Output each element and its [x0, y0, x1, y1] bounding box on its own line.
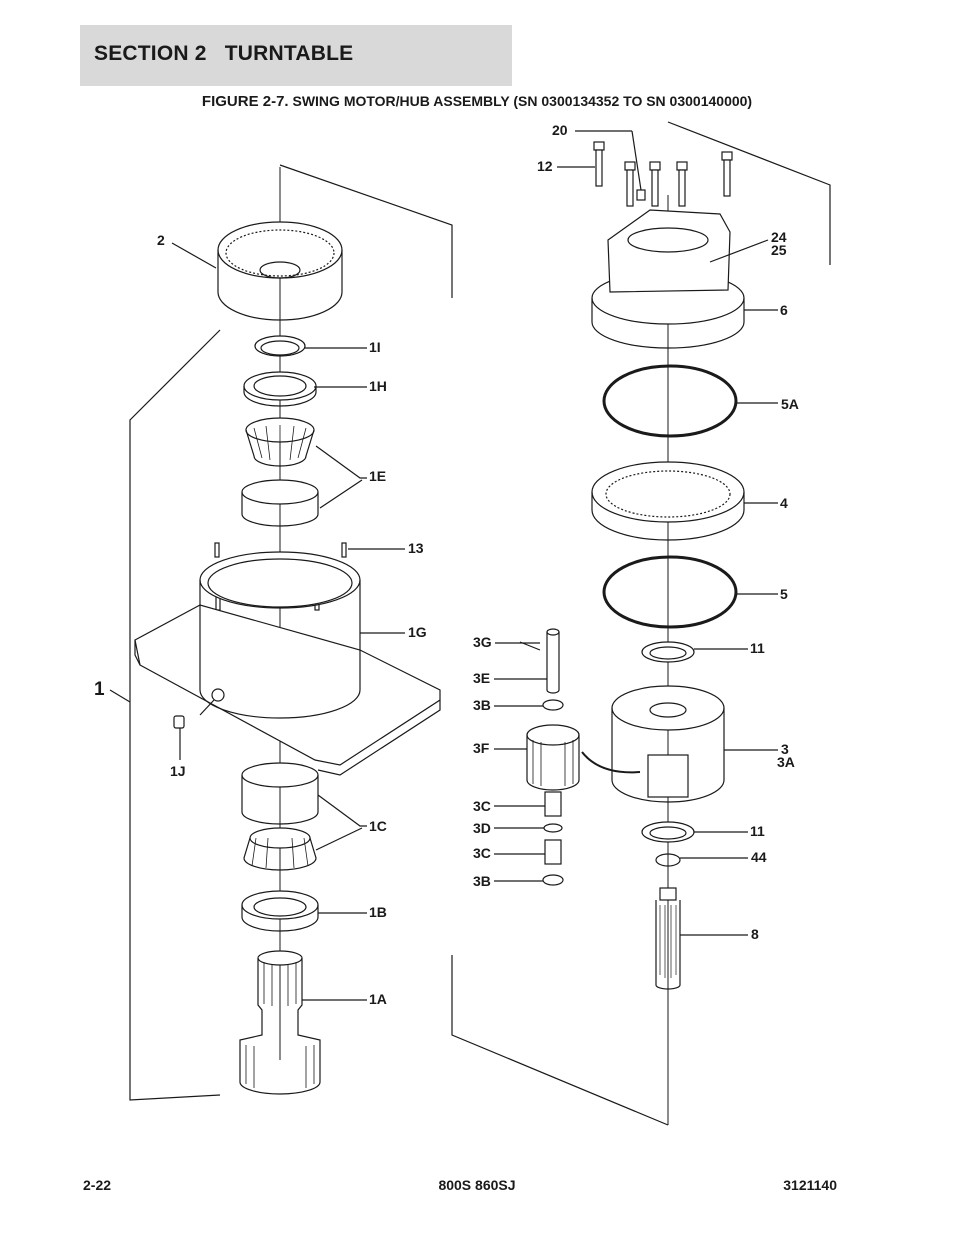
- o-ring-part-5: [602, 555, 738, 629]
- callout-1: 1: [94, 679, 105, 700]
- callout-3b-top: 3B: [473, 697, 491, 713]
- washer-part-3b-top: [542, 699, 564, 711]
- thrust-washer-part-11-bottom: [641, 821, 695, 843]
- ring-gear-part-2: [217, 221, 343, 321]
- housing-part-1g: [134, 551, 441, 776]
- callout-2: 2: [157, 232, 165, 248]
- rollers-part-3c-bottom: [544, 839, 562, 865]
- thrust-washer-part-11-top: [641, 641, 695, 663]
- bearing-part-1c: [241, 762, 319, 871]
- planet-carrier-part-3: [611, 685, 725, 803]
- callout-1b: 1B: [369, 904, 387, 920]
- pinion-shaft-part-1a: [239, 950, 321, 1095]
- motor-mount-part-6: [591, 209, 745, 349]
- seal-part-1b: [241, 890, 319, 932]
- seal-part-1h: [243, 371, 317, 407]
- callout-8: 8: [751, 926, 759, 942]
- section-title: SECTION 2 TURNTABLE: [94, 42, 354, 65]
- callout-20: 20: [552, 122, 568, 138]
- callout-3d: 3D: [473, 820, 491, 836]
- callout-3a: 3A: [777, 754, 795, 770]
- callout-25: 25: [771, 242, 787, 258]
- figure-caption: FIGURE 2-7. SWING MOTOR/HUB ASSEMBLY (SN…: [0, 93, 954, 110]
- callout-1j: 1J: [170, 763, 186, 779]
- section-banner: SECTION 2 TURNTABLE: [80, 25, 512, 86]
- callout-1i: 1I: [369, 339, 381, 355]
- callout-5: 5: [780, 586, 788, 602]
- planet-pin-part-3e: [519, 628, 560, 694]
- callout-6: 6: [780, 302, 788, 318]
- o-ring-part-5a: [602, 364, 738, 438]
- callout-3f: 3F: [473, 740, 490, 756]
- input-shaft-part-8: [655, 887, 681, 990]
- bearing-part-1e: [241, 417, 319, 527]
- callout-3c-bottom: 3C: [473, 845, 491, 861]
- ring-gear-part-4: [591, 461, 745, 541]
- planet-gear-part-3f: [526, 724, 580, 791]
- callout-5a: 5A: [781, 396, 799, 412]
- figure-title: SWING MOTOR/HUB ASSEMBLY (SN 0300134352 …: [292, 93, 753, 109]
- washer-part-3b-bottom: [542, 874, 564, 886]
- callout-1h: 1H: [369, 378, 387, 394]
- fitting-part-1j: [173, 715, 185, 729]
- washer-part-20: [636, 189, 646, 201]
- manual-number: 3121140: [783, 1177, 837, 1193]
- callout-3b-bottom: 3B: [473, 873, 491, 889]
- callout-12: 12: [537, 158, 553, 174]
- snap-ring-part-44: [655, 853, 681, 867]
- callout-3: 3: [781, 741, 789, 757]
- callout-1a: 1A: [369, 991, 387, 1007]
- callout-1e: 1E: [369, 468, 386, 484]
- callout-11-bottom: 11: [750, 823, 765, 839]
- callout-3g: 3G: [473, 634, 492, 650]
- model-numbers: 800S 860SJ: [438, 1177, 516, 1193]
- bolts-part-12: [593, 141, 733, 207]
- figure-number: FIGURE 2-7.: [201, 93, 289, 110]
- callout-24: 24: [771, 229, 787, 245]
- snap-ring-part-1i: [254, 335, 306, 357]
- callout-3c-top: 3C: [473, 798, 491, 814]
- callout-1g: 1G: [408, 624, 427, 640]
- callout-13: 13: [408, 540, 424, 556]
- rollers-part-3c-top: [544, 791, 562, 817]
- callout-1c: 1C: [369, 818, 387, 834]
- spacer-part-3d: [543, 823, 563, 833]
- callout-11-top: 11: [750, 640, 765, 656]
- callout-4: 4: [780, 495, 788, 511]
- page-number: 2-22: [83, 1177, 112, 1193]
- callout-44: 44: [751, 849, 767, 865]
- callout-3e: 3E: [473, 670, 490, 686]
